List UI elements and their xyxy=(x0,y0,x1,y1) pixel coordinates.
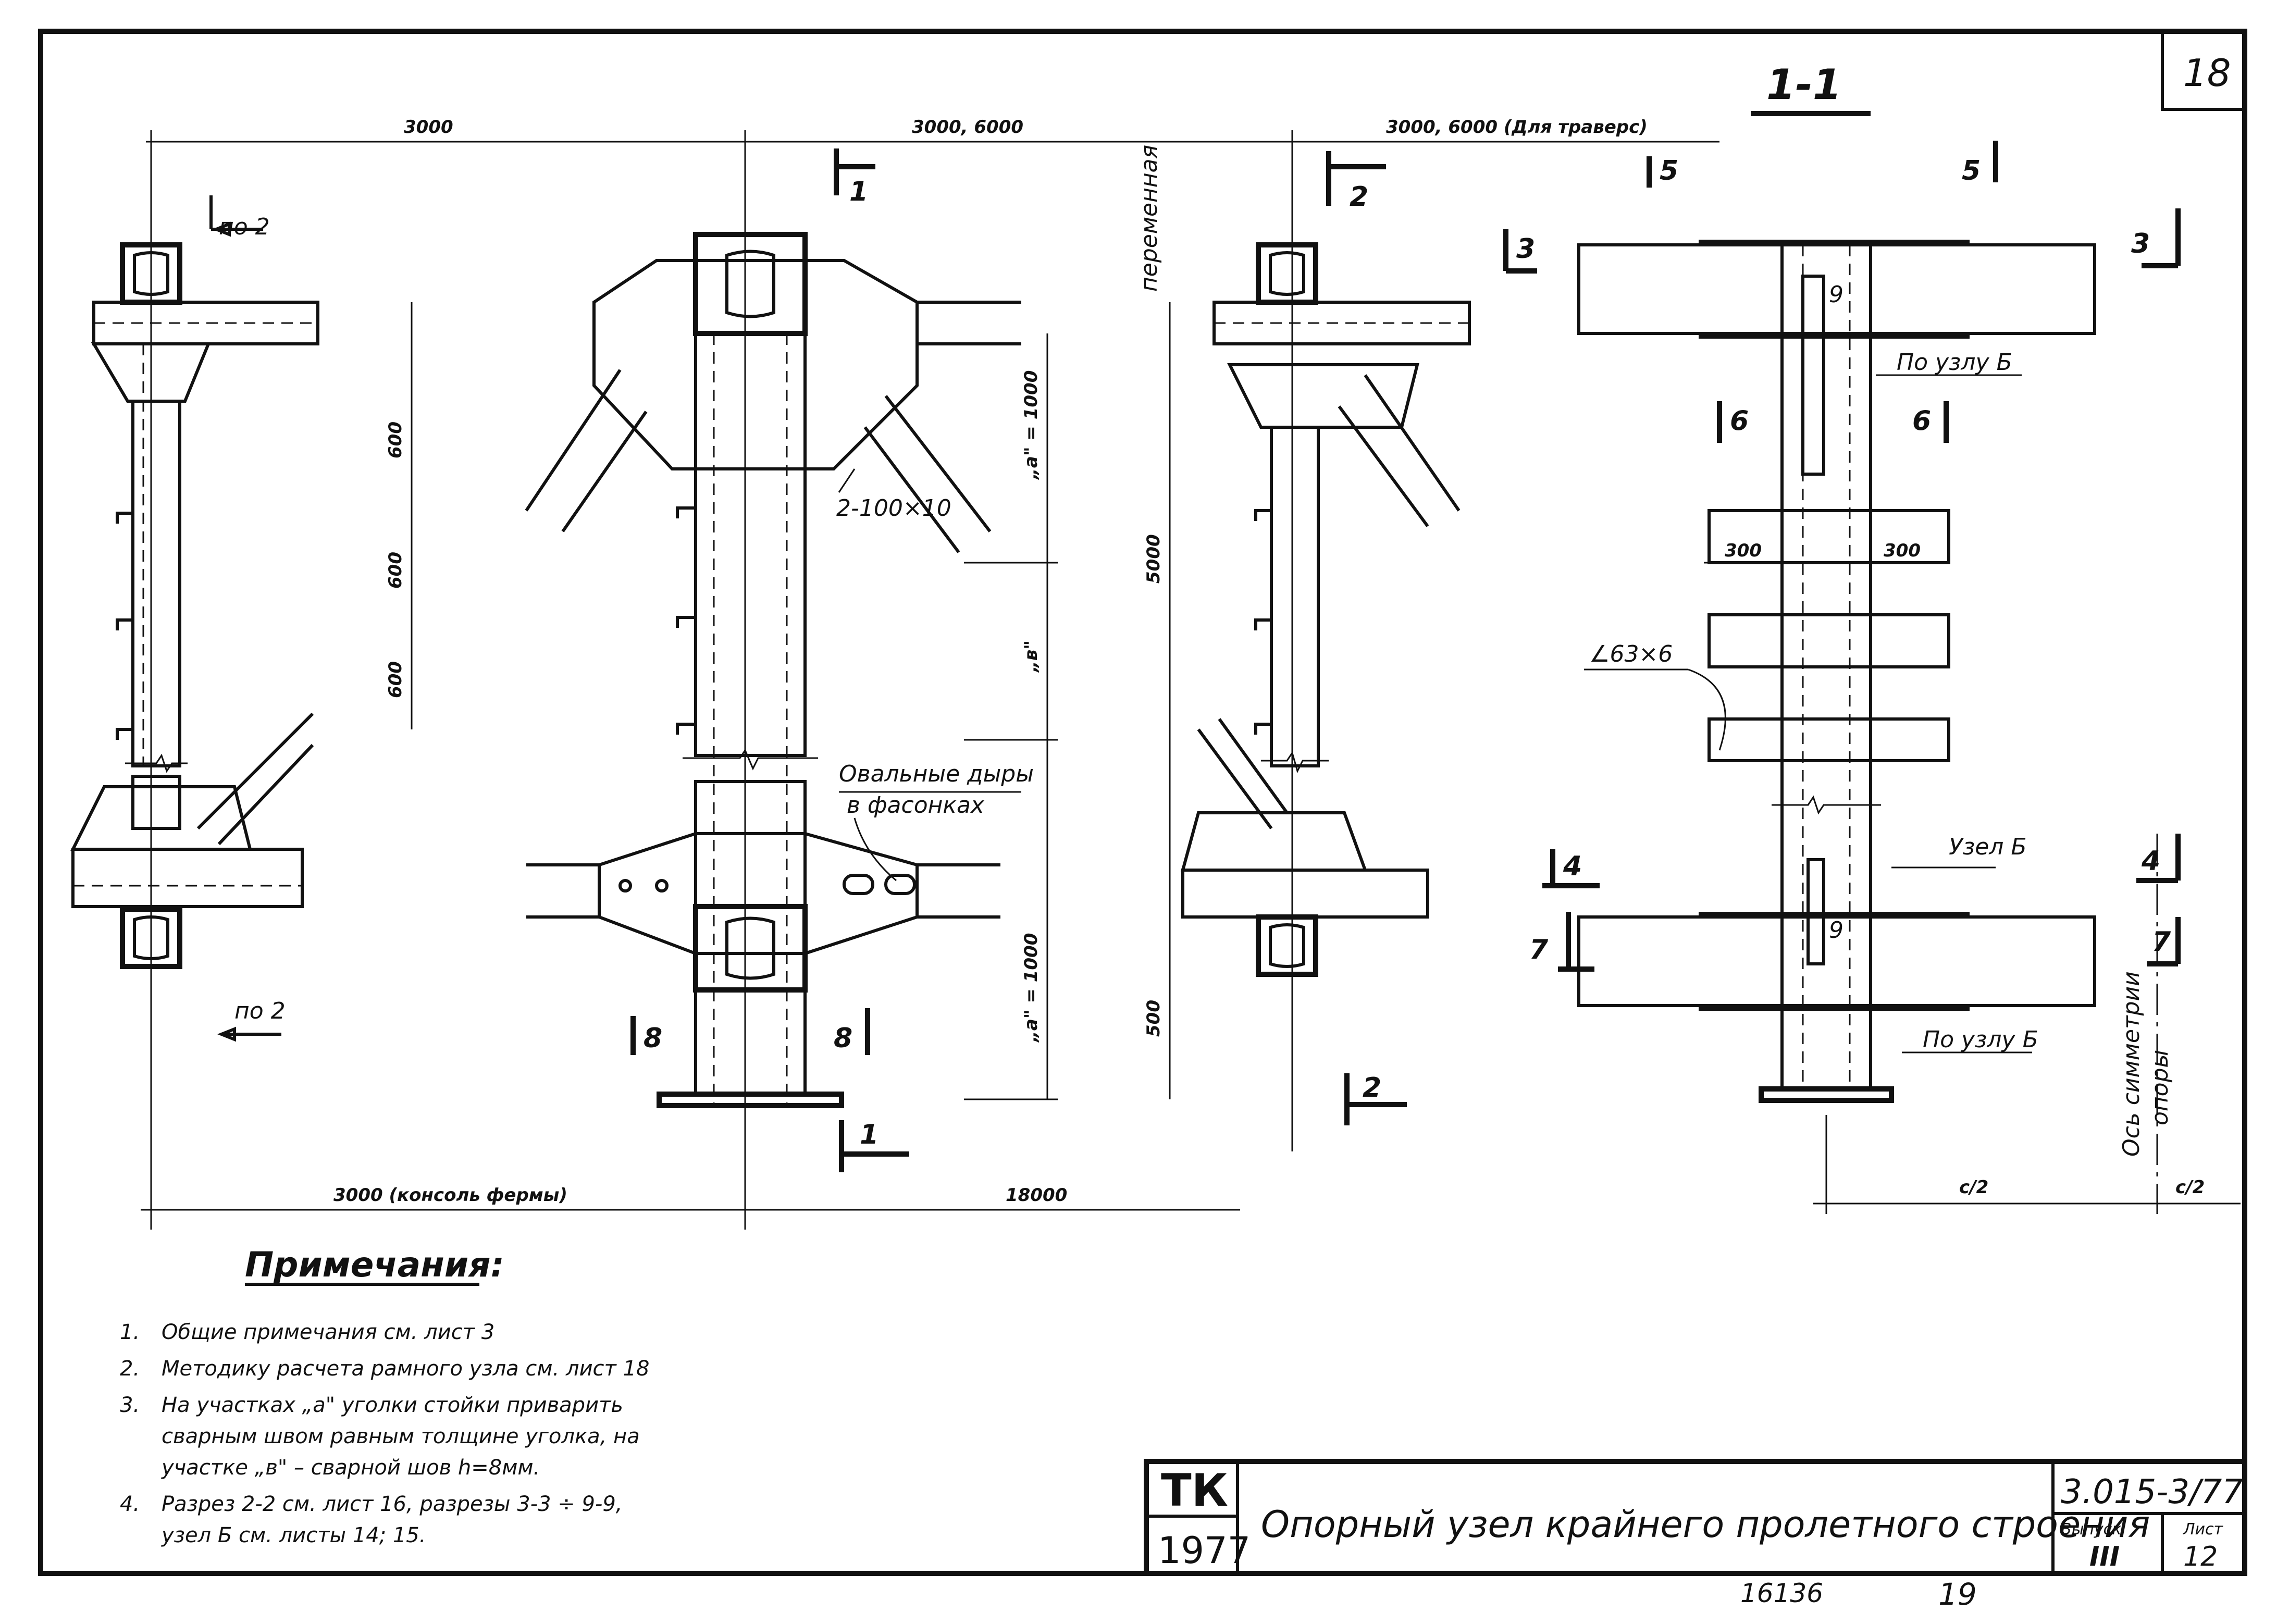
top-dimension-chain: 3000 3000, 6000 3000, 6000 (Для траверс) xyxy=(146,117,1719,1230)
dim-half-right: c/2 xyxy=(2175,1177,2205,1198)
note-1-num: 1. xyxy=(120,1320,140,1344)
list-value: 12 xyxy=(2183,1541,2218,1572)
issue-value: III xyxy=(2089,1541,2120,1572)
note-1-text: Общие примечания см. лист 3 xyxy=(162,1320,494,1344)
right-elevation: переменная 5000 500 xyxy=(1136,145,1471,1099)
notes-title: Примечания: xyxy=(245,1245,504,1285)
cut-2-bottom: 2 xyxy=(1363,1072,1381,1104)
dim-v-600-c: 600 xyxy=(385,661,406,698)
label-weld-9-top: 9 xyxy=(1829,281,1843,308)
cut-3-left: 3 xyxy=(1516,233,1535,265)
dim-v-a1000-bot: „a" = 1000 xyxy=(1021,933,1042,1043)
note-2-text: Методику расчета рамного узла см. лист 1… xyxy=(162,1357,649,1381)
label-sym-axis-2: опоры xyxy=(2147,1050,2173,1125)
dim-top-right: 3000, 6000 (Для траверс) xyxy=(1386,117,1648,138)
drawing-title: Опорный узел крайнего пролетного строени… xyxy=(1261,1503,2150,1546)
cut-3-right: 3 xyxy=(2131,228,2150,259)
cut-7-right: 7 xyxy=(2152,926,2171,958)
label-variable: переменная xyxy=(1136,145,1162,292)
note-4-text: Разрез 2-2 см. лист 16, разрезы 3-3 ÷ 9-… xyxy=(162,1492,623,1516)
footer: 16136 19 xyxy=(1740,1577,1977,1612)
note-3-num: 3. xyxy=(120,1393,140,1417)
section-title-text: 1-1 xyxy=(1766,60,1842,109)
cut-8-right: 8 xyxy=(834,1023,852,1054)
section-1-1: 300 300 ∠63×6 По узлу Б Узел Б По узлу Б… xyxy=(1577,240,2241,1214)
label-angle: ∠63×6 xyxy=(1589,641,1673,667)
note-3-cont-2: участке „в" – сварной шов h=8мм. xyxy=(161,1456,540,1480)
cut-markers: 1 1 2 2 3 3 5 5 6 6 4 4 7 7 8 xyxy=(630,141,2181,1172)
note-2-num: 2. xyxy=(120,1357,140,1381)
label-per-node-b-top: По узлу Б xyxy=(1897,349,2012,376)
label-sym-axis-1: Ось симметрии xyxy=(2118,971,2145,1157)
list-label: Лист xyxy=(2183,1520,2224,1539)
cut-1-bottom: 1 xyxy=(860,1119,879,1150)
cut-8-left: 8 xyxy=(644,1023,662,1054)
dim-v-b: „в" xyxy=(1021,640,1042,673)
label-node-b: Узел Б xyxy=(1949,834,2027,860)
note-4-cont: узел Б см. листы 14; 15. xyxy=(161,1523,426,1547)
label-po2-bottom: по 2 xyxy=(234,998,286,1024)
label-plate: 2-100×10 xyxy=(836,495,951,522)
dim-v-600-b: 600 xyxy=(385,552,406,589)
section-title: 1-1 xyxy=(1751,60,1871,116)
title-block: ТК 1977 Опорный узел крайнего пролетного… xyxy=(1144,1459,2247,1576)
dim-half-left: c/2 xyxy=(1959,1177,1988,1198)
note-4-num: 4. xyxy=(120,1492,140,1516)
inventory-number: 16136 xyxy=(1740,1578,1823,1608)
label-weld-9-bottom: 9 xyxy=(1829,917,1843,944)
note-3-cont-1: сварным швом равным толщине уголка, на xyxy=(162,1424,640,1448)
dim-v-500: 500 xyxy=(1143,1000,1164,1037)
cut-4-right: 4 xyxy=(2141,846,2160,877)
dim-top-left: 3000 xyxy=(404,117,453,138)
dim-v-600-a: 600 xyxy=(385,422,406,458)
center-elevation: 2-100×10 Овальные дыры в фасонках „a" = … xyxy=(525,232,1058,1108)
left-elevation: 600 600 600 по 2 по 2 xyxy=(70,195,413,1042)
dim-v-5000: 5000 xyxy=(1143,534,1164,584)
dim-bottom-mid: 18000 xyxy=(1006,1185,1067,1206)
notes-block: Примечания: 1. Общие примечания см. лист… xyxy=(120,1245,649,1547)
label-po2-top: по 2 xyxy=(219,214,270,240)
dim-top-mid: 3000, 6000 xyxy=(912,117,1023,138)
cut-6-left: 6 xyxy=(1730,405,1749,437)
cut-1-top: 1 xyxy=(849,176,868,207)
bottom-dimension-chain: 3000 (консоль фермы) 18000 xyxy=(141,1185,1240,1211)
dim-bottom-left: 3000 (консоль фермы) xyxy=(333,1185,567,1206)
cut-5-right: 5 xyxy=(1962,155,1981,187)
cut-2-top: 2 xyxy=(1350,181,1368,213)
cut-6-right: 6 xyxy=(1912,405,1931,437)
cut-7-left: 7 xyxy=(1529,934,1549,965)
dim-w-300-right: 300 xyxy=(1884,540,1921,561)
dim-v-a1000-top: „a" = 1000 xyxy=(1021,370,1042,480)
cut-4-left: 4 xyxy=(1563,851,1582,882)
label-oval-holes-1: Овальные дыры xyxy=(839,761,1034,787)
sheet-frame: 18 xyxy=(38,29,2247,1576)
label-oval-holes-2: в фасонках xyxy=(847,792,985,819)
label-per-node-b-bottom: По узлу Б xyxy=(1923,1026,2038,1053)
cut-5-left: 5 xyxy=(1660,155,1678,187)
logo-year: 1977 xyxy=(1158,1529,1251,1572)
issue-label: Выпуск xyxy=(2061,1520,2121,1539)
dim-w-300-left: 300 xyxy=(1725,540,1762,561)
logo-tk: ТК xyxy=(1161,1465,1228,1517)
note-3-text: На участках „a" уголки стойки приварить xyxy=(162,1393,623,1417)
sheet-number: 18 xyxy=(2183,51,2231,95)
drawing-code: 3.015-3/77 xyxy=(2061,1473,2243,1511)
page-number: 19 xyxy=(1938,1577,1977,1612)
